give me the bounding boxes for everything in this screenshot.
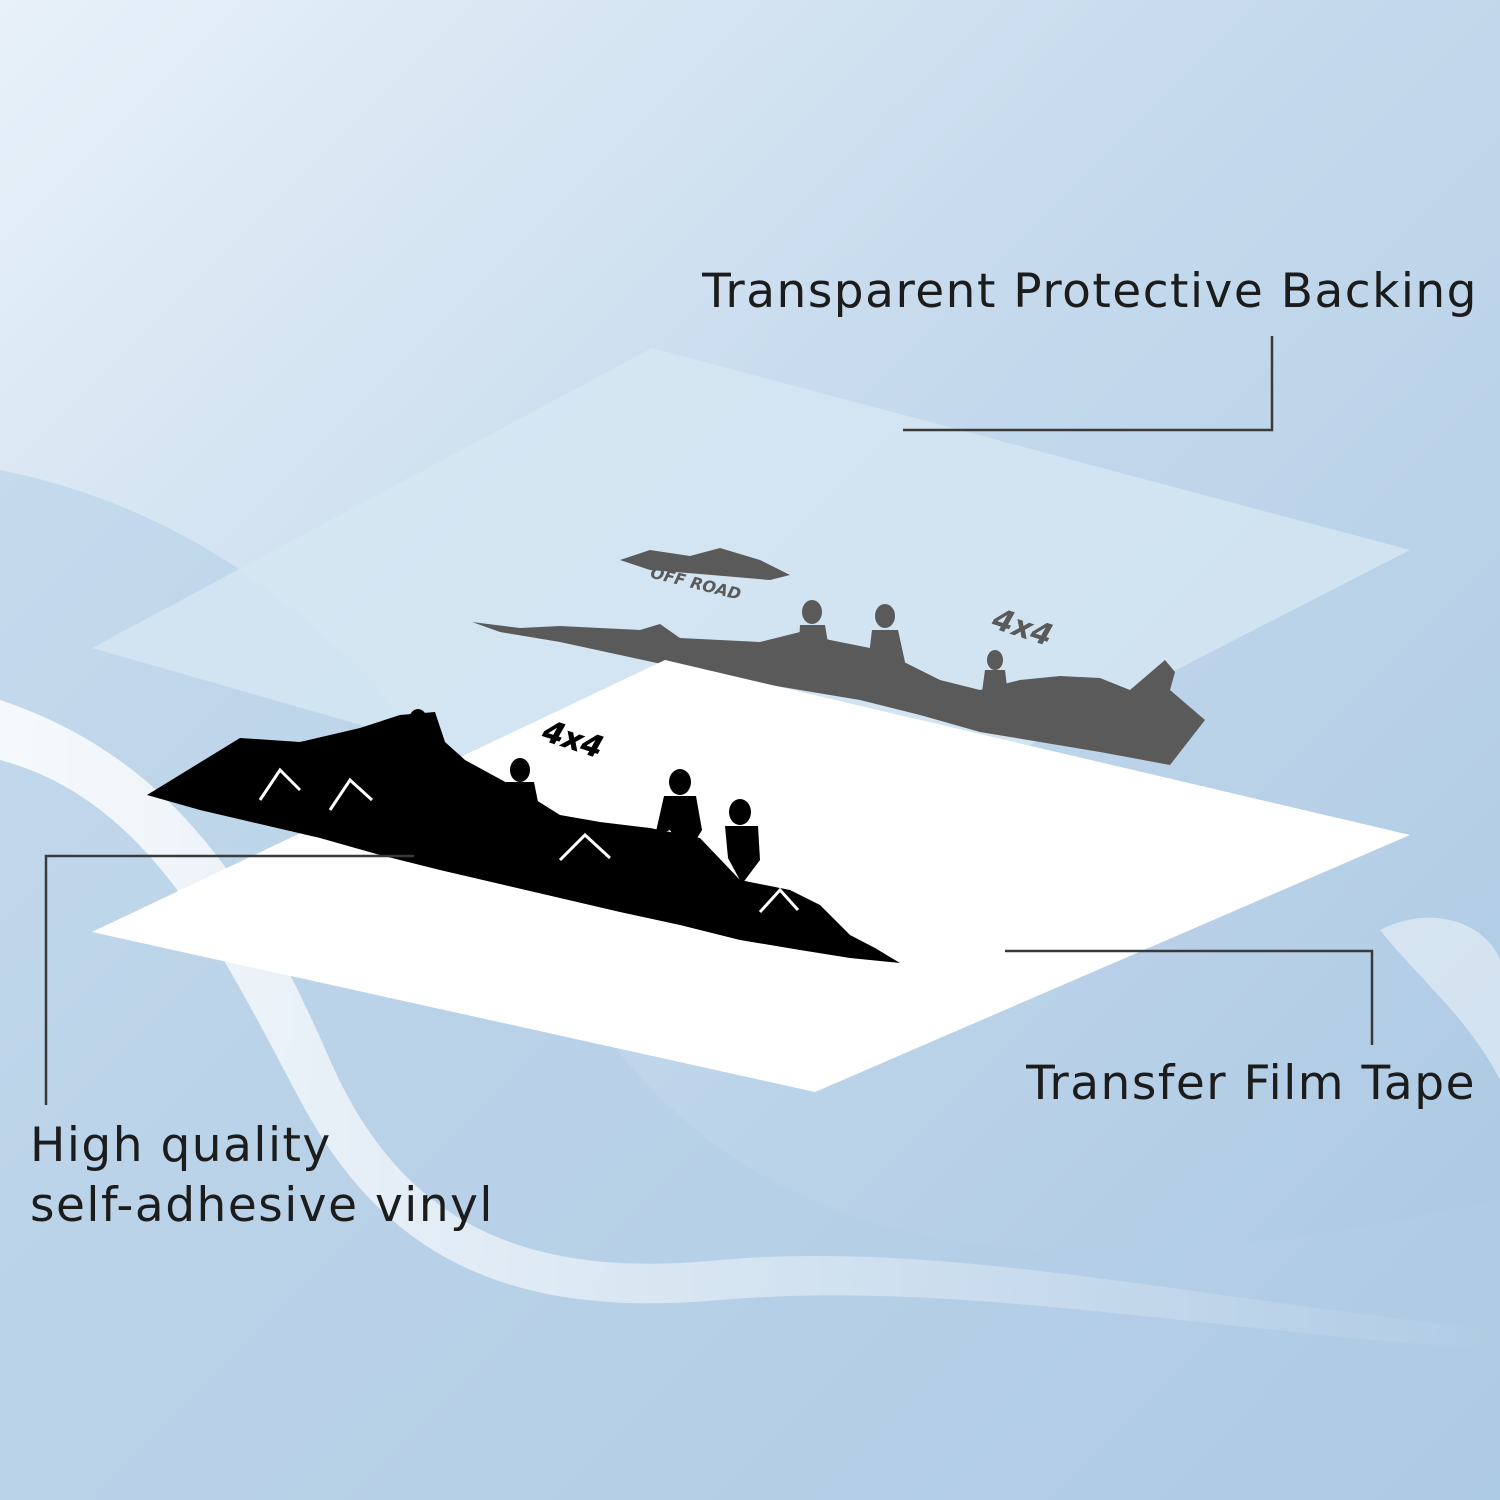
background-silk-corner bbox=[1380, 917, 1500, 1080]
backing-hiker-head bbox=[802, 600, 822, 624]
vinyl-hiker-body-3 bbox=[655, 796, 702, 858]
backing-hiker-body-3 bbox=[982, 670, 1008, 712]
vinyl-decal bbox=[147, 709, 900, 963]
backing-decal bbox=[472, 548, 1205, 765]
vinyl-leader-line bbox=[44, 854, 414, 1105]
backing-hiker-body-2 bbox=[868, 630, 905, 690]
label-transparent-protective-backing: Transparent Protective Backing bbox=[702, 264, 1478, 319]
backing-hiker-head-3 bbox=[987, 650, 1003, 670]
vinyl-hiker-body-2 bbox=[506, 782, 540, 832]
backing-hiker-head-2 bbox=[875, 604, 895, 628]
background-silk-highlight bbox=[0, 700, 1500, 1350]
vinyl-decal-mountains bbox=[147, 712, 900, 963]
vinyl-decal-snow bbox=[258, 767, 800, 914]
vinyl-hiker-head-2 bbox=[510, 758, 530, 782]
transfer-leader-line bbox=[1005, 949, 1374, 1045]
vinyl-hiker-head-1 bbox=[409, 709, 427, 731]
vinyl-hiker-head-4 bbox=[729, 799, 751, 825]
label-vinyl-line2: self-adhesive vinyl bbox=[30, 1178, 494, 1233]
vinyl-hiker-body-4 bbox=[725, 826, 760, 884]
backing-leader-line bbox=[903, 336, 1274, 432]
backing-decal-mountains bbox=[472, 622, 1205, 765]
label-vinyl-line1: High quality bbox=[30, 1118, 332, 1173]
vinyl-hiker-body-1 bbox=[400, 730, 440, 792]
backing-decal-ridge bbox=[620, 548, 790, 580]
label-self-adhesive-vinyl: High quality self-adhesive vinyl bbox=[30, 1116, 494, 1236]
backing-hiker-body bbox=[798, 625, 830, 685]
vinyl-sheet bbox=[92, 660, 1410, 1092]
label-transfer-film-tape: Transfer Film Tape bbox=[1026, 1056, 1476, 1111]
vinyl-hiker-head-3 bbox=[669, 769, 691, 795]
